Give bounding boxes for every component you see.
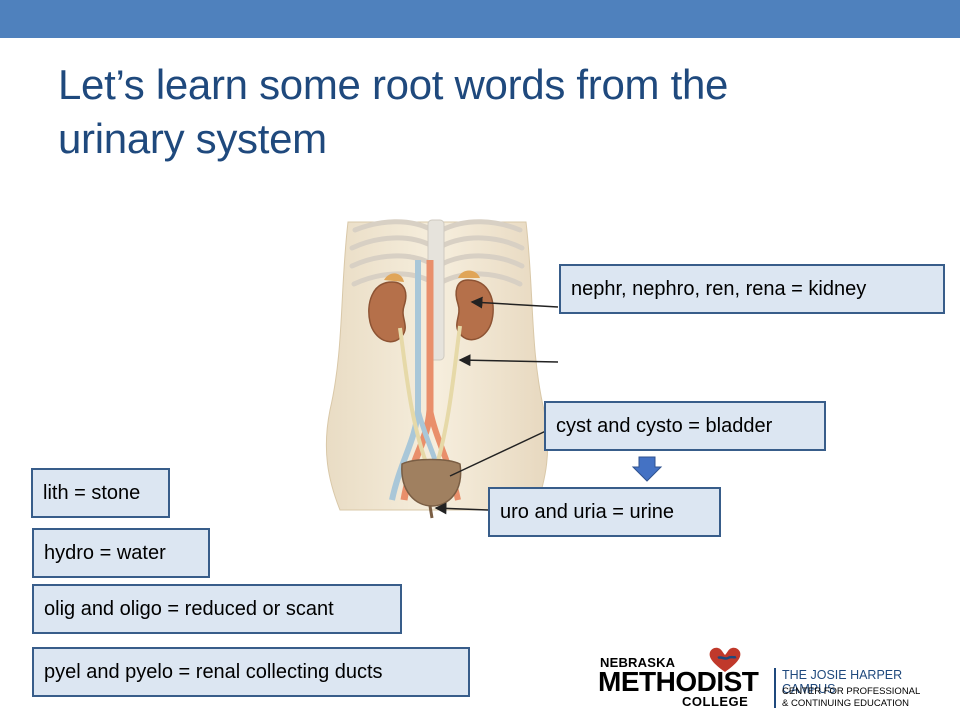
stone-label: lith = stone <box>31 468 170 518</box>
college-logo: NEBRASKA METHODIST COLLEGE THE JOSIE HAR… <box>596 646 946 712</box>
bladder <box>401 458 462 507</box>
logo-campus: THE JOSIE HARPER CAMPUS <box>782 668 903 696</box>
top-banner <box>0 0 960 38</box>
left-ureter <box>398 327 430 469</box>
logo-center-2: & CONTINUING EDUCATION <box>782 698 910 709</box>
logo-line-2: METHODIST <box>598 666 759 697</box>
bladder-label: cyst and cysto = bladder <box>544 401 826 451</box>
heart-logo-icon <box>709 647 741 672</box>
down-arrow-icon <box>631 456 663 482</box>
kidney-label: nephr, nephro, ren, rena = kidney <box>559 264 945 314</box>
logo-line-1: NEBRASKA <box>600 655 676 670</box>
urine-label: uro and uria = urine <box>488 487 721 537</box>
urinary-system-illustration <box>325 219 549 519</box>
ducts-label: pyel and pyelo = renal collecting ducts <box>32 647 470 697</box>
logo-center-1: CENTER FOR PROFESSIONAL <box>782 686 921 697</box>
logo-divider <box>774 668 776 708</box>
right-ureter <box>434 325 462 469</box>
slide-title-line-1: Let’s learn some root words from the <box>58 61 729 108</box>
right-kidney <box>455 279 494 341</box>
slide-title: Let’s learn some root words from the uri… <box>58 58 918 166</box>
scant-label: olig and oligo = reduced or scant <box>32 584 402 634</box>
urethra <box>428 505 434 519</box>
water-label: hydro = water <box>32 528 210 578</box>
logo-line-3: COLLEGE <box>682 694 749 709</box>
slide-title-line-2: urinary system <box>58 115 327 162</box>
